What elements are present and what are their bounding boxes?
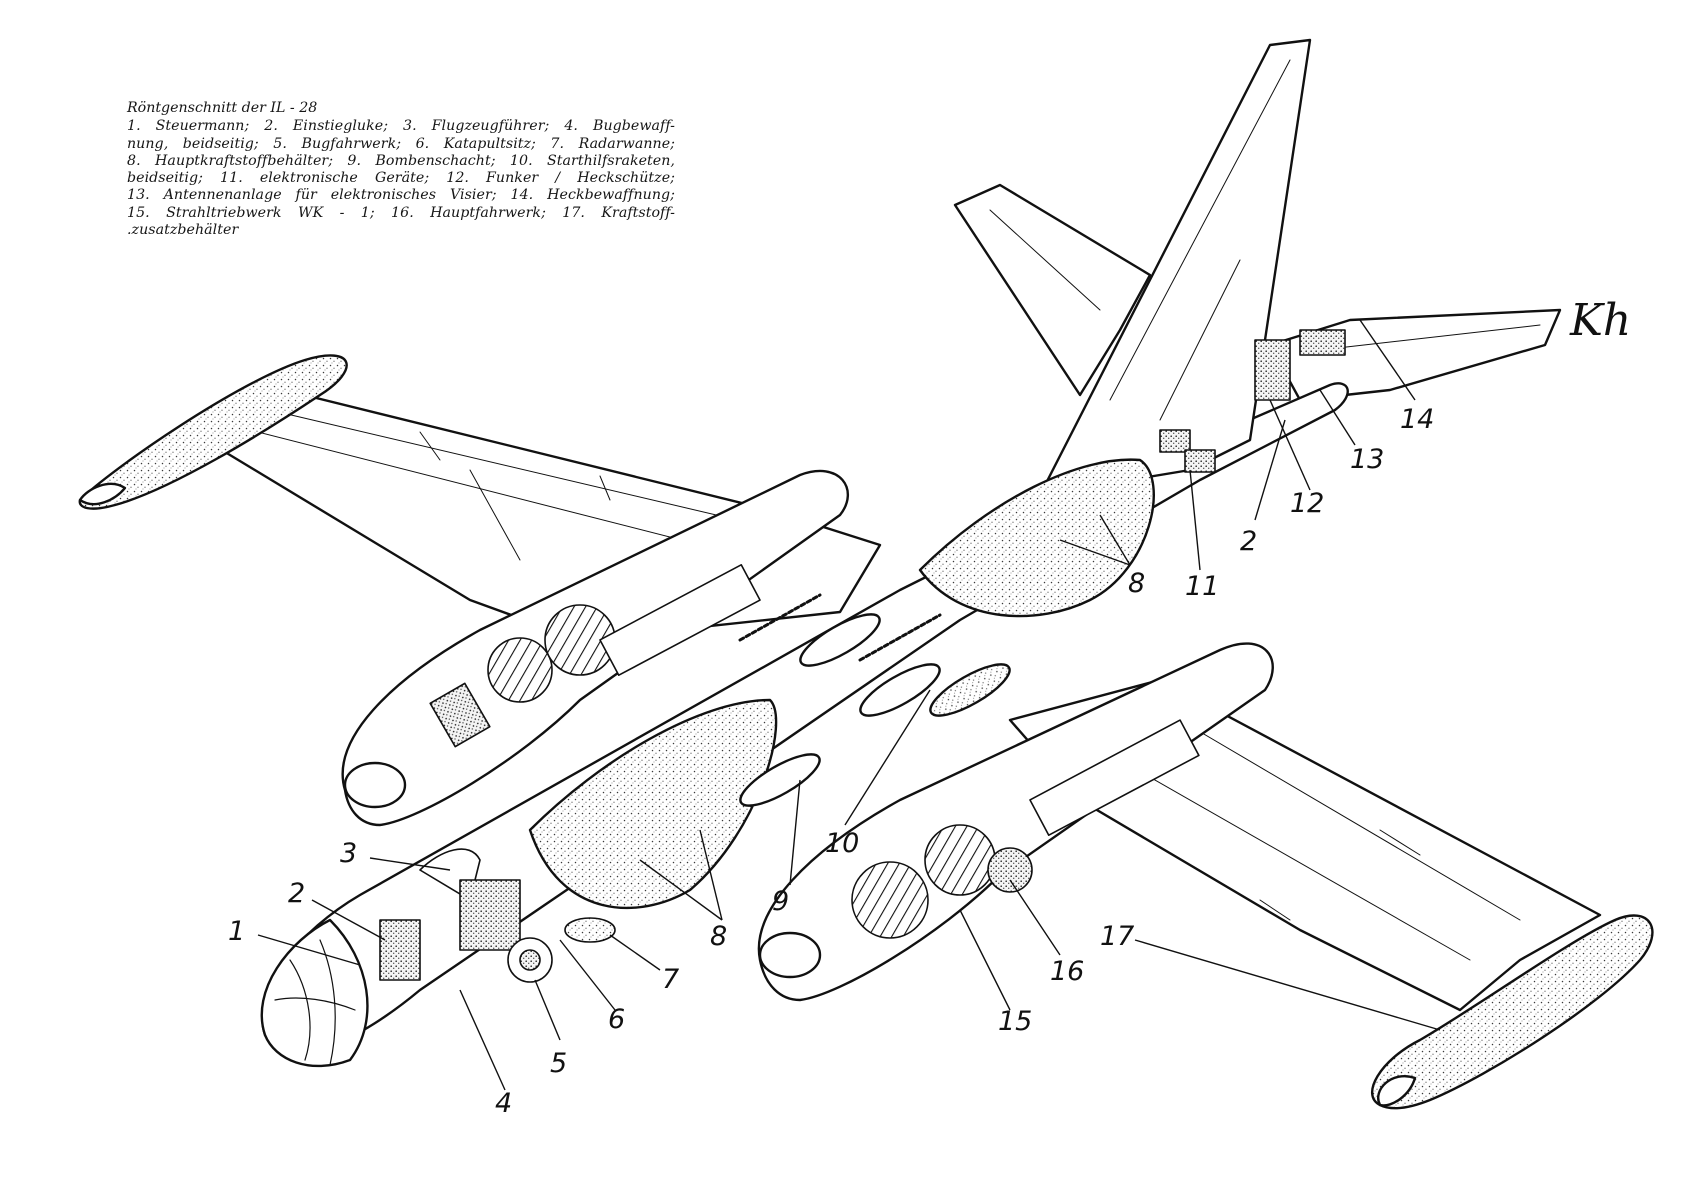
callout-16: 16 [1050, 956, 1084, 987]
callout-8-front: 8 [710, 921, 727, 952]
right-engine-intake [758, 931, 822, 979]
bomb-group [739, 613, 1011, 807]
left-horizontal-stabilizer [953, 183, 1152, 397]
caption-line: 15. Strahltriebwerk WK - 1; 16. Hauptfah… [127, 204, 675, 221]
callout-7: 7 [662, 964, 679, 995]
left-wingtip-tank [78, 354, 348, 510]
right-tank-nose [1377, 1075, 1417, 1107]
cockpit-detail [379, 848, 616, 983]
callout-11: 11 [1185, 571, 1219, 602]
callout-6: 6 [608, 1004, 625, 1035]
callout-10: 10 [825, 828, 859, 859]
callout-2: 2 [288, 878, 305, 909]
callout-8-rear: 8 [1128, 568, 1145, 599]
callout-14: 14 [1400, 404, 1434, 435]
callout-numbers: 1 2 3 4 5 6 7 8 9 10 8 11 2 12 13 14 15 … [228, 404, 1434, 1119]
bomb-rack-marks [738, 593, 942, 662]
caption-line: 13. Antennenanlage für elektronisches Vi… [127, 187, 675, 204]
caption-line: beidseitig; 11. elektronische Geräte; 12… [127, 170, 675, 187]
callout-1: 1 [228, 916, 245, 947]
tail-detail [1159, 329, 1346, 473]
callout-9: 9 [772, 886, 789, 917]
caption-line: nung, beidseitig; 5. Bugfahrwerk; 6. Kat… [127, 135, 675, 152]
right-engine-core [851, 719, 1200, 939]
callout-5: 5 [550, 1048, 567, 1079]
callout-4: 4 [495, 1088, 512, 1119]
caption-line: 1. Steuermann; 2. Einstiegluke; 3. Flugz… [127, 118, 675, 135]
callout-12: 12 [1290, 488, 1324, 519]
callout-3: 3 [340, 838, 357, 869]
callout-2-rear: 2 [1240, 526, 1257, 557]
leader-lines [257, 319, 1441, 1091]
nose-glazing [260, 918, 369, 1068]
nose-glazing-frames [274, 939, 356, 1066]
callout-13: 13 [1350, 444, 1384, 475]
caption-line: .zusatzbehälter [127, 222, 239, 239]
right-wingtip-tank [1370, 914, 1654, 1110]
left-engine-intake [343, 761, 407, 809]
vertical-fin [1038, 38, 1312, 497]
left-engine-core [429, 563, 761, 748]
callout-17: 17 [1100, 921, 1134, 952]
artist-signature: Kh [1569, 295, 1631, 346]
right-wing-panel-lines [1119, 719, 1521, 961]
caption-title: Röntgenschnitt der IL - 28 [127, 100, 318, 116]
left-tank-nose [78, 482, 127, 506]
callout-15: 15 [998, 1006, 1032, 1037]
caption-line: 8. Hauptkraftstoffbehälter; 9. Bombensch… [127, 152, 675, 169]
main-fuel-tank-rear [918, 458, 1155, 618]
diagram-caption: Röntgenschnitt der IL - 28 1. Steuermann… [127, 100, 675, 239]
